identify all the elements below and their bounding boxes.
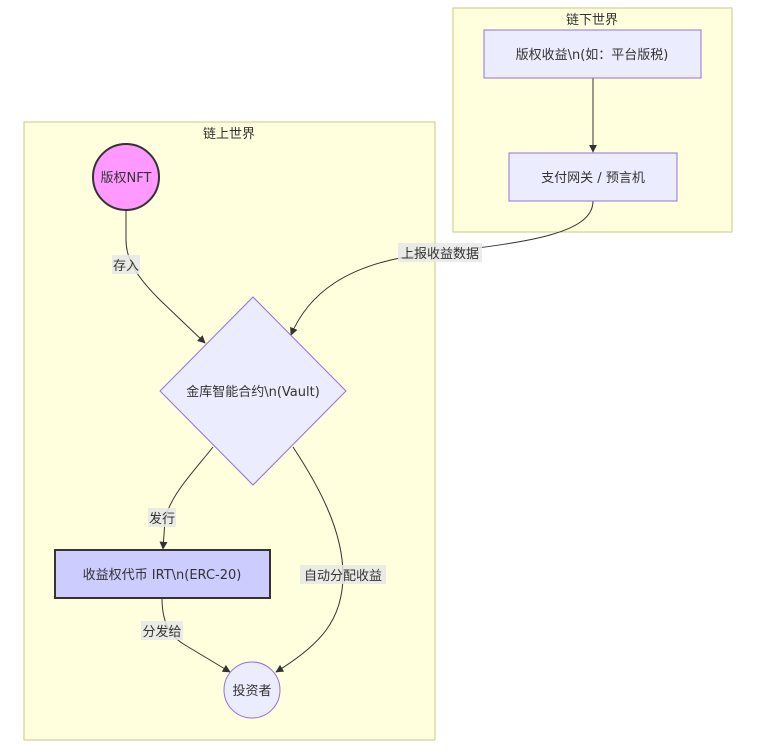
edge-label-report-income: 上报收益数据 xyxy=(398,243,482,262)
svg-text:存入: 存入 xyxy=(113,259,139,274)
edge-label-distribute-to: 分发给 xyxy=(141,621,183,640)
node-investor[interactable]: 投资者 xyxy=(223,661,281,719)
svg-text:自动分配收益: 自动分配收益 xyxy=(304,569,382,584)
svg-text:支付网关 / 预言机: 支付网关 / 预言机 xyxy=(541,171,645,186)
svg-text:收益权代币 IRT\n(ERC-20): 收益权代币 IRT\n(ERC-20) xyxy=(83,567,242,583)
edge-label-auto-distribute: 自动分配收益 xyxy=(300,565,386,584)
svg-text:发行: 发行 xyxy=(149,511,175,527)
node-irt-token[interactable]: 收益权代币 IRT\n(ERC-20) xyxy=(54,549,271,599)
edge-label-issue: 发行 xyxy=(148,508,176,527)
cluster-onchain-title: 链上世界 xyxy=(203,127,255,142)
svg-text:版权收益\n(如：平台版税): 版权收益\n(如：平台版税) xyxy=(516,47,669,63)
svg-text:上报收益数据: 上报收益数据 xyxy=(401,247,479,262)
node-payment-gateway[interactable]: 支付网关 / 预言机 xyxy=(508,152,678,202)
svg-text:投资者: 投资者 xyxy=(232,683,271,699)
svg-text:版权NFT: 版权NFT xyxy=(101,170,152,186)
svg-text:金库智能合约\n(Vault): 金库智能合约\n(Vault) xyxy=(186,384,320,400)
node-vault-contract[interactable]: 金库智能合约\n(Vault) xyxy=(159,296,347,486)
edge-label-deposit: 存入 xyxy=(112,255,140,274)
svg-text:分发给: 分发给 xyxy=(142,624,181,640)
node-copyright-nft[interactable]: 版权NFT xyxy=(92,143,160,211)
node-royalty-income[interactable]: 版权收益\n(如：平台版税) xyxy=(483,29,702,79)
cluster-offchain-title: 链下世界 xyxy=(566,13,618,28)
